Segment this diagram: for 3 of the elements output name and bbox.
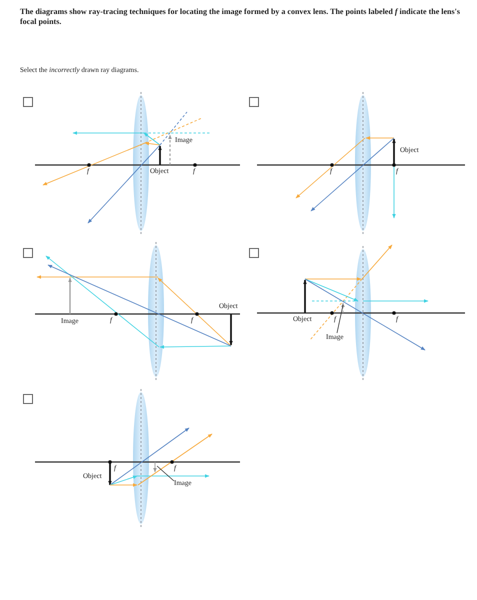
instruction-text: The diagrams show ray-tracing techniques for locating the image formed by a convex lens. The points labeled f indicate the lens's focal points. xyxy=(20,7,460,28)
leader-line xyxy=(156,466,174,482)
leader-line xyxy=(336,304,344,334)
